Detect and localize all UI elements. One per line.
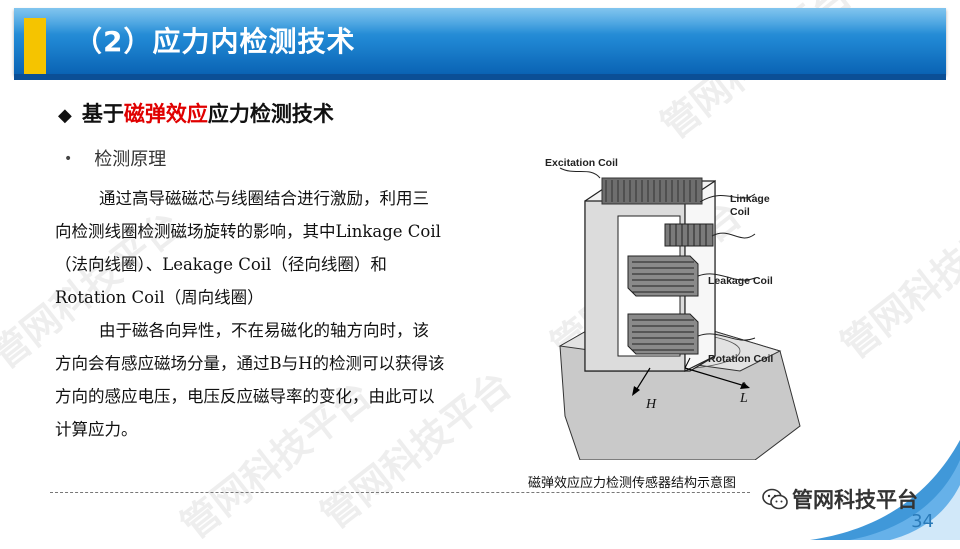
excitation-coil: [601, 177, 703, 205]
heading-highlight: 磁弹效应: [123, 102, 208, 126]
linkage-coil: [664, 223, 714, 247]
bullet-dot-icon: •: [64, 151, 73, 167]
section-heading: ◆ 基于磁弹效应应力检测技术: [58, 98, 334, 128]
body-text: 通过高导磁磁芯与线圈结合进行激励，利用三向检测线圈检测磁场旋转的影响，其中Lin…: [55, 182, 445, 446]
label-rotation-coil: Rotation Coil: [708, 353, 773, 365]
title-accent: [24, 18, 46, 76]
brand-label: 管网科技平台: [762, 484, 918, 514]
label-h-axis: H: [645, 397, 657, 412]
label-linkage-line1: Linkage: [730, 193, 770, 205]
heading-suffix: 应力检测技术: [207, 102, 334, 126]
brand-text: 管网科技平台: [792, 488, 918, 512]
heading-prefix: 基于: [81, 102, 124, 126]
page-number: 34: [911, 511, 934, 532]
sub-bullet: • 检测原理: [64, 145, 166, 171]
wechat-icon: [762, 488, 788, 510]
l-axis-hat: ^: [742, 380, 748, 392]
sub-bullet-label: 检测原理: [94, 149, 167, 170]
watermark: 管网科技平台: [832, 192, 960, 368]
paragraph-2: 由于磁各向异性，不在易磁化的轴方向时，该方向会有感应磁场分量，通过B与H的检测可…: [55, 321, 445, 439]
rotation-coil: [627, 313, 699, 355]
title-gloss: [14, 8, 946, 34]
paragraph-1: 通过高导磁磁芯与线圈结合进行激励，利用三向检测线圈检测磁场旋转的影响，其中Lin…: [55, 189, 441, 307]
label-leakage-coil: Leakage Coil: [708, 275, 773, 287]
title-bar: （2）应力内检测技术: [14, 8, 946, 80]
leakage-coil: [627, 255, 699, 297]
diamond-bullet-icon: ◆: [58, 105, 72, 126]
label-excitation-coil: Excitation Coil: [545, 157, 618, 169]
sensor-diagram: Excitation Coil Linkage Coil Leakage Coi…: [545, 157, 801, 460]
footer-divider: [50, 492, 750, 493]
label-linkage-line2: Coil: [730, 206, 750, 218]
title-underline: [14, 74, 946, 80]
figure-caption: 磁弹效应应力检测传感器结构示意图: [528, 476, 737, 491]
slide-title: （2）应力内检测技术: [74, 25, 356, 58]
corner-decoration: [810, 440, 960, 540]
label-l-axis: L: [739, 391, 748, 406]
